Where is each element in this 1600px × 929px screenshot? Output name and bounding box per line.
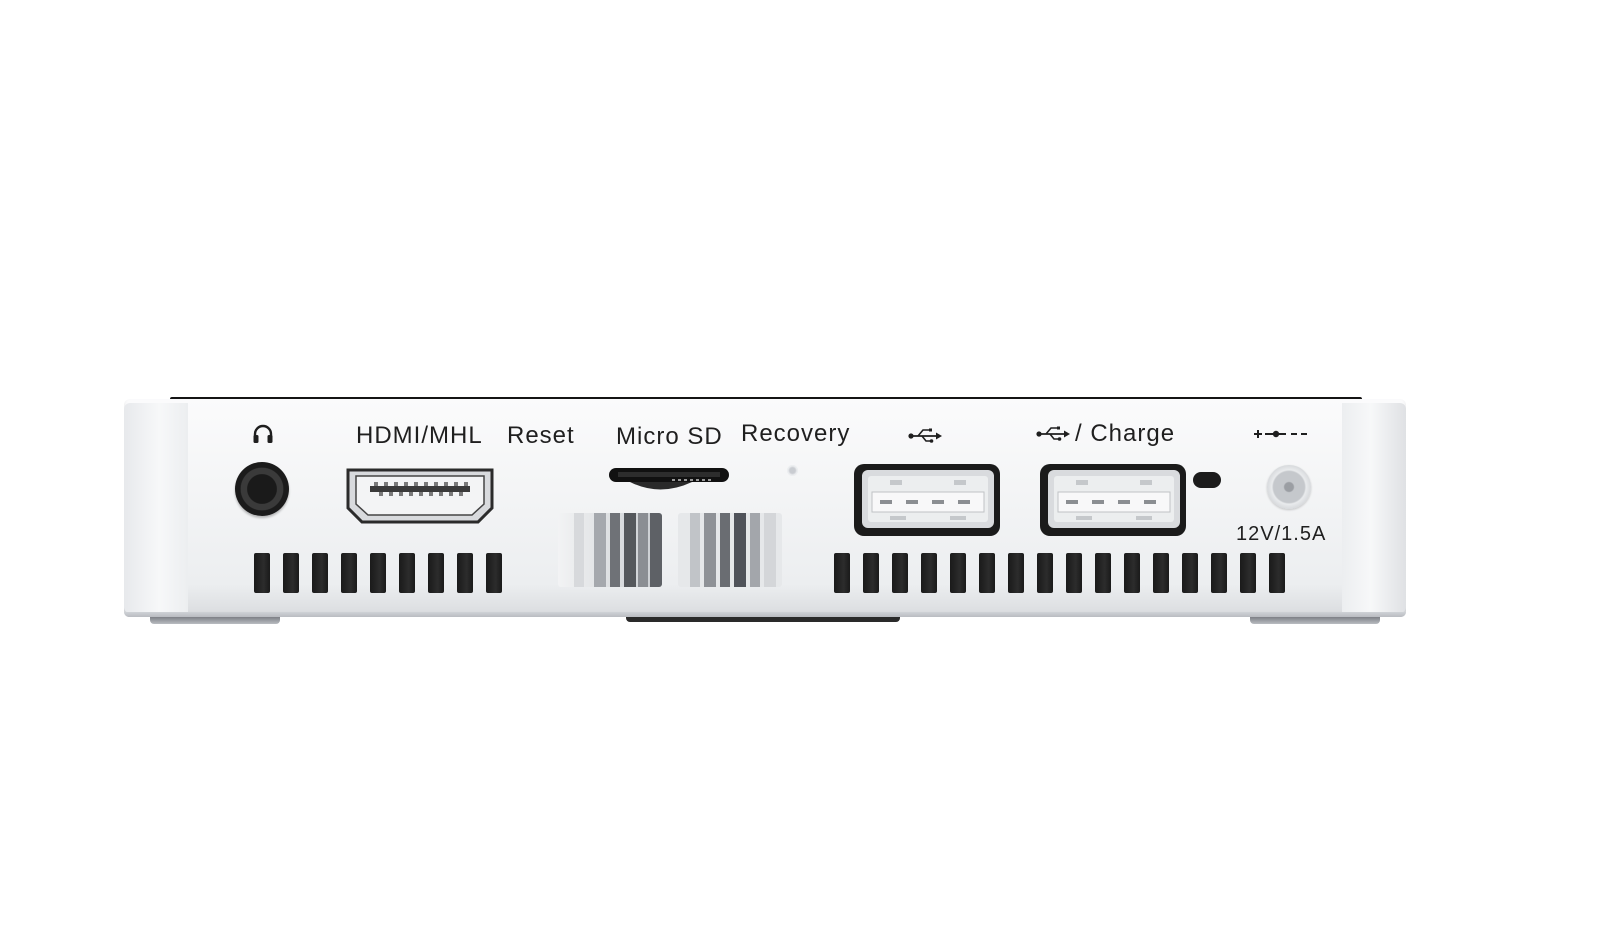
vent-slot [1095,553,1111,593]
vent-slot [1269,553,1285,593]
vent-slot [486,553,502,593]
hdmi-label: HDMI/MHL [356,422,483,449]
recovery-label: Recovery [741,420,851,447]
vent-slot [341,553,357,593]
rubber-foot-right [1250,617,1380,624]
vent-grille [678,513,782,587]
vent-slot [863,553,879,593]
power-rating-label: 12V/1.5A [1236,523,1327,545]
reset-label: Reset [507,422,575,449]
device-side-right [1342,403,1406,613]
device-bottom-strip [124,612,1406,617]
rubber-foot-left [150,617,280,624]
vent-slot [312,553,328,593]
hdmi-port [346,468,494,524]
dc-polarity-icon [1254,430,1307,438]
vent-slot [399,553,415,593]
vent-grille [558,513,662,587]
vent-slot [283,553,299,593]
vent-slot [950,553,966,593]
vent-slot [979,553,995,593]
audio-jack [235,462,289,516]
vent-slot [1240,553,1256,593]
vent-slots-right [834,553,1285,593]
vent-slot [1153,553,1169,593]
status-led [1193,472,1221,488]
usb-icon [1036,426,1070,441]
vent-slot [254,553,270,593]
bottom-center-shadow [626,617,900,622]
recovery-pinhole [787,465,798,476]
vent-slot [834,553,850,593]
vent-slot [428,553,444,593]
headphones-icon [253,424,273,443]
micro-sd-slot [609,468,729,490]
vent-slots-left [254,553,502,593]
vent-slot [1066,553,1082,593]
vent-slot [370,553,386,593]
vent-slot [1124,553,1140,593]
micro-sd-label: Micro SD [616,423,723,450]
vent-slot [921,553,937,593]
vent-slot [892,553,908,593]
device-side-left [124,403,188,613]
usb-icon [908,428,942,443]
vent-slot [457,553,473,593]
vent-slot [1211,553,1227,593]
vent-slot [1037,553,1053,593]
charge-label: / Charge [1075,420,1176,447]
usb-port [854,464,1000,536]
usb-charge-port [1040,464,1186,536]
vent-slot [1182,553,1198,593]
vent-slot [1008,553,1024,593]
dc-power-jack [1267,465,1311,509]
